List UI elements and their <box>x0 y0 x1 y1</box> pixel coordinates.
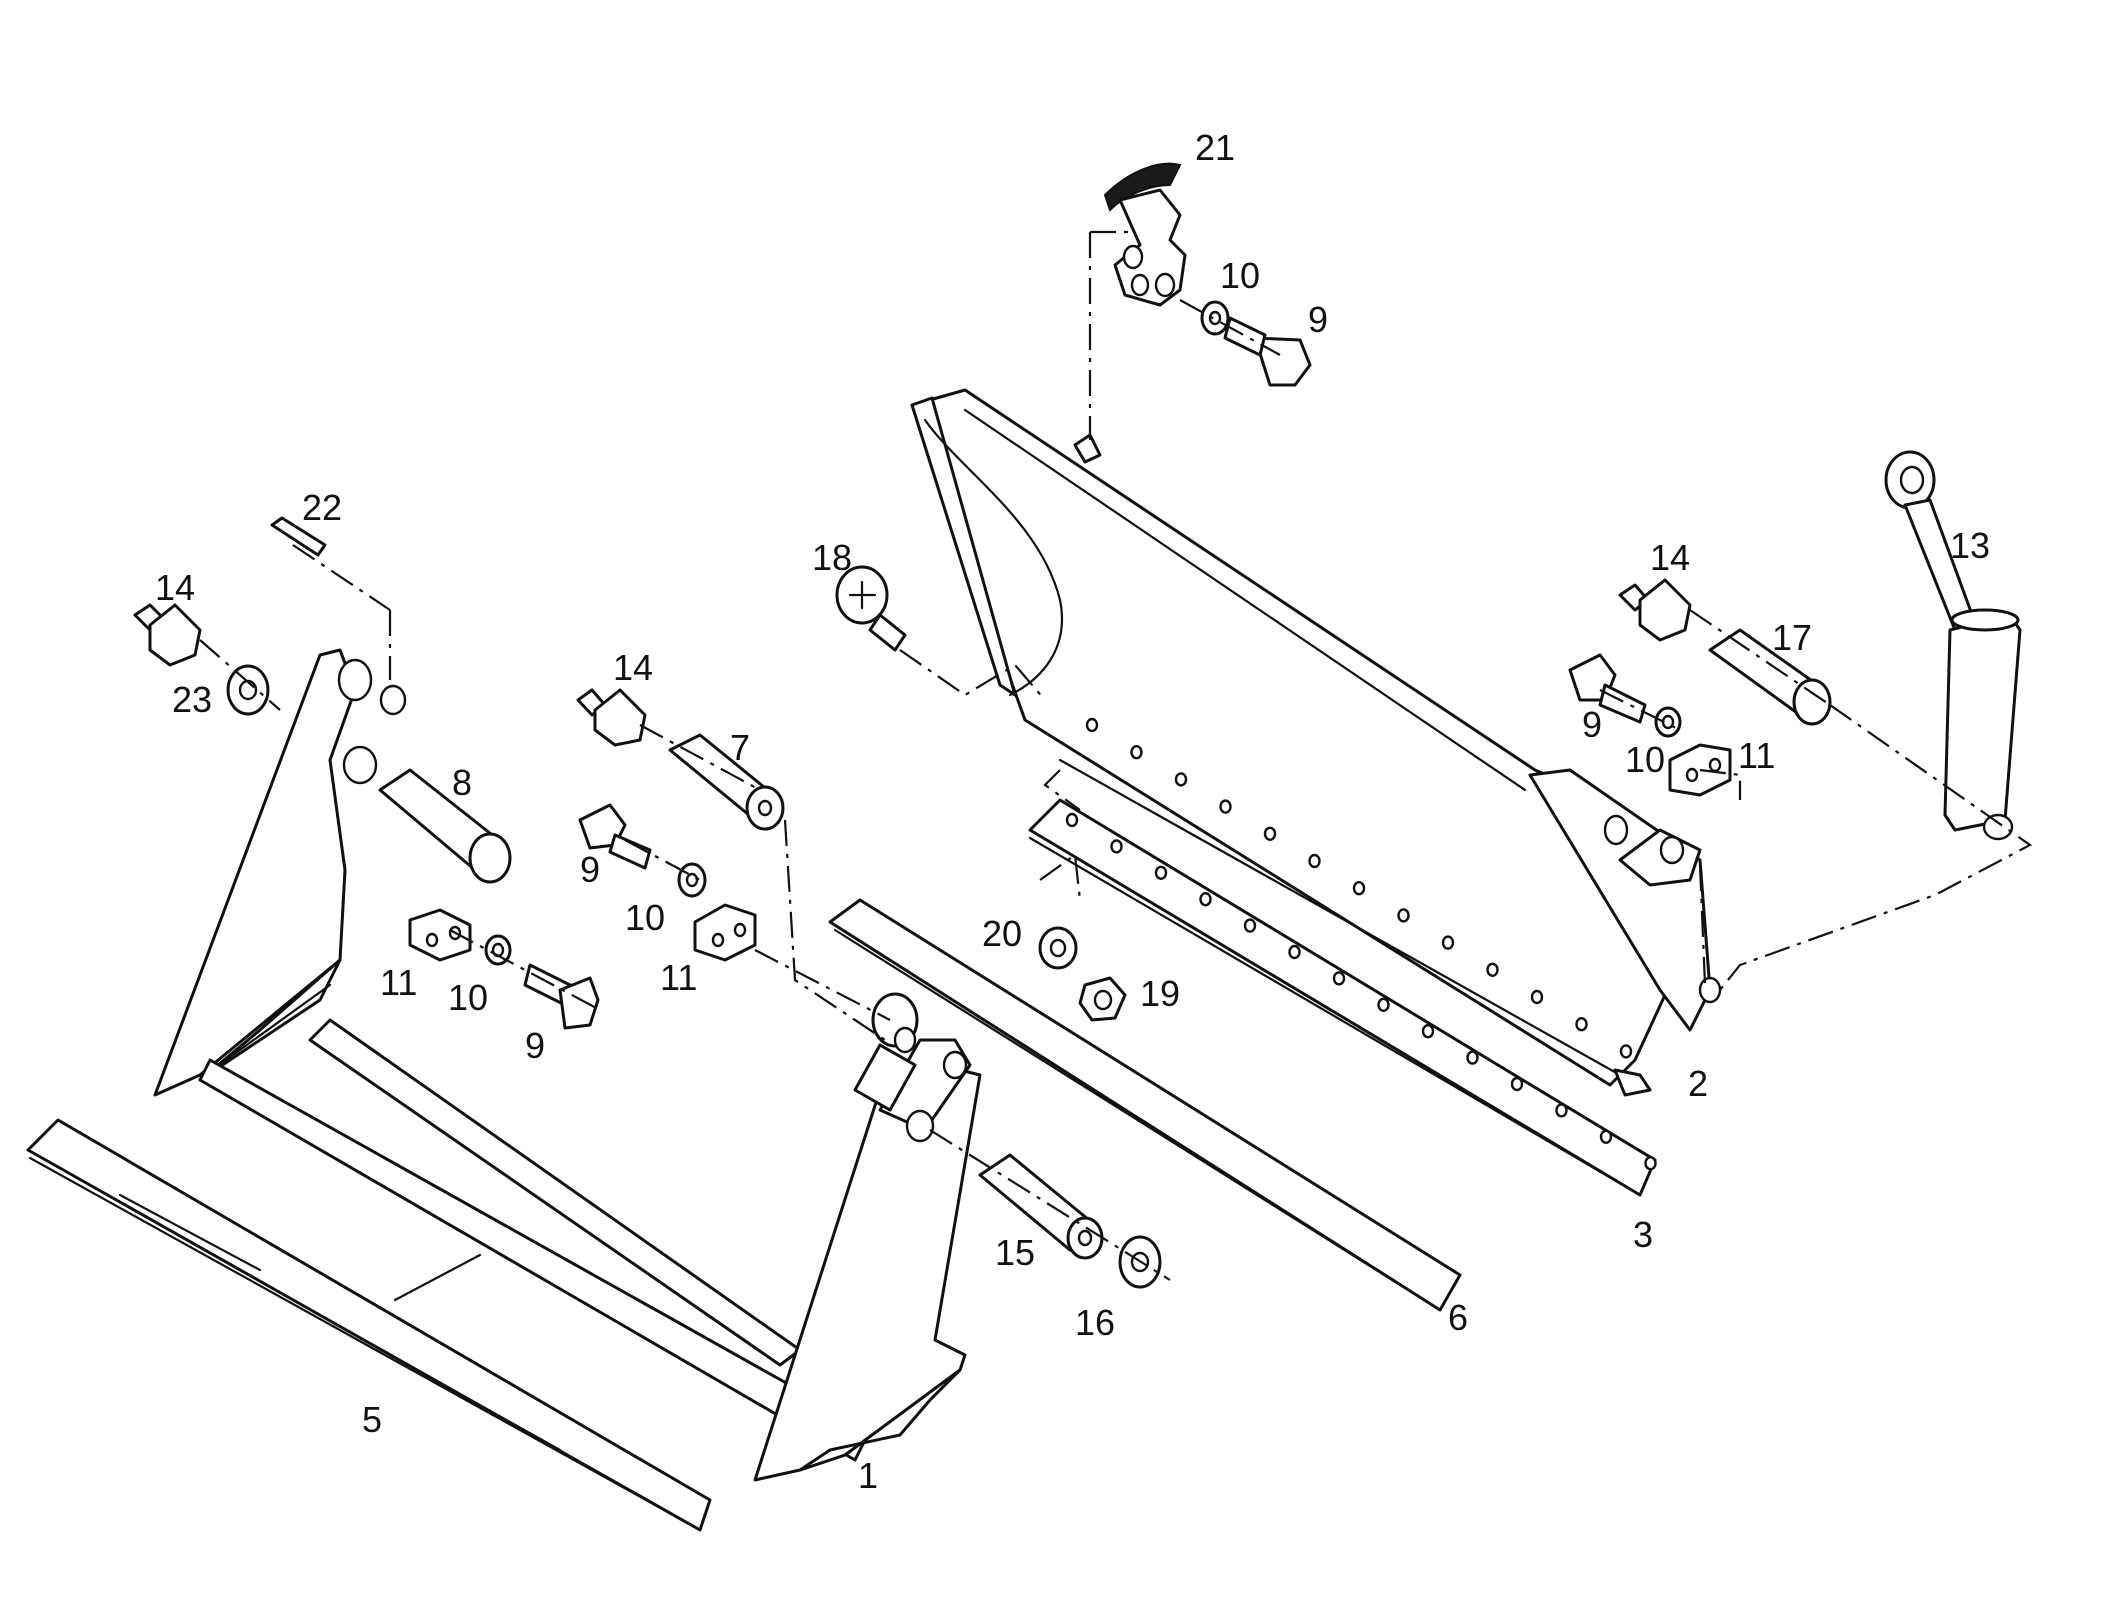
pin-8 <box>378 768 512 884</box>
blade-2 <box>910 388 1722 1097</box>
callout-6: 6 <box>1448 1297 1468 1338</box>
blade-bolt-hole <box>1486 962 1499 977</box>
callout-3: 3 <box>1633 1214 1653 1255</box>
edge-bolt-hole <box>1421 1023 1435 1039</box>
callout-14-right: 14 <box>1650 537 1690 578</box>
edge-bolt-hole <box>1510 1076 1524 1092</box>
callout-22: 22 <box>302 487 342 528</box>
callout-10-top: 10 <box>1220 255 1260 296</box>
edge-bolt-hole <box>1377 997 1390 1012</box>
edge-bolt-hole <box>1243 918 1257 933</box>
blade-bolt-hole <box>1575 1016 1588 1032</box>
screw-18 <box>835 565 907 652</box>
callout-19: 19 <box>1140 973 1180 1014</box>
grease-fitting-14-middle <box>576 688 647 747</box>
bolt-9-top <box>1223 316 1312 387</box>
washer-10-top <box>1200 300 1230 336</box>
callout-20: 20 <box>982 913 1022 954</box>
callout-14-middle: 14 <box>613 647 653 688</box>
blade-bolt-hole <box>1352 881 1366 896</box>
callout-11-middle: 11 <box>660 957 697 998</box>
edge-bolt-hole <box>1065 812 1079 828</box>
washer-20 <box>1038 926 1078 970</box>
pin-17 <box>1708 628 1832 726</box>
callout-9-middle: 9 <box>580 849 600 890</box>
nut-19 <box>1078 976 1127 1022</box>
edge-bolt-hole <box>1199 892 1212 907</box>
blade-bolt-hole <box>1085 717 1099 733</box>
callout-11-left: 11 <box>380 962 417 1003</box>
callout-9-right: 9 <box>1582 704 1602 745</box>
washer-10-middle <box>677 862 707 898</box>
callout-11-right: 11 <box>1738 735 1775 776</box>
bolt-9-left <box>523 963 600 1030</box>
callout-21: 21 <box>1195 127 1235 168</box>
latch-handle-21 <box>1103 162 1187 307</box>
edge-bolt-hole <box>1466 1050 1479 1065</box>
callout-1: 1 <box>858 1455 878 1496</box>
callout-10-middle: 10 <box>625 897 665 938</box>
callout-16: 16 <box>1075 1302 1115 1343</box>
retainer-plate-11-middle <box>693 903 757 962</box>
gas-strut-13 <box>1884 450 2022 841</box>
blade-bolt-hole <box>1441 935 1455 950</box>
callout-5: 5 <box>362 1399 382 1440</box>
bucket-frame-1 <box>153 648 982 1482</box>
edge-bolt-hole <box>1555 1103 1568 1118</box>
edge-bolt-hole <box>1644 1155 1657 1171</box>
callout-2: 2 <box>1688 1063 1708 1104</box>
pin-22 <box>270 516 327 557</box>
callout-10-right: 10 <box>1625 739 1665 780</box>
callout-18: 18 <box>812 537 852 578</box>
bolt-on-edge-3 <box>1028 798 1657 1197</box>
callout-23: 23 <box>172 679 212 720</box>
edge-bolt-hole <box>1332 971 1346 986</box>
blade-bolt-hole <box>1397 908 1410 923</box>
callout-7: 7 <box>730 727 750 768</box>
assembly-leaders <box>199 230 2033 1281</box>
blade-bolt-hole <box>1219 799 1232 814</box>
callout-9-top: 9 <box>1308 299 1328 340</box>
bolt-9-right <box>1568 653 1647 724</box>
blade-bolt-hole <box>1263 826 1277 841</box>
callout-9-left: 9 <box>525 1025 545 1066</box>
washer-10-left <box>484 934 512 966</box>
edge-bolt-hole <box>1110 839 1123 854</box>
cutting-edge-plate-5 <box>26 1118 712 1532</box>
callout-14-left: 14 <box>155 567 195 608</box>
blade-bolt-hole <box>1530 989 1544 1005</box>
edge-bolt-hole <box>1154 865 1168 880</box>
callout-10-left: 10 <box>448 977 488 1018</box>
washer-23 <box>226 664 270 716</box>
callout-15: 15 <box>995 1232 1035 1273</box>
pin-7 <box>668 733 785 831</box>
callout-17: 17 <box>1772 617 1812 658</box>
edge-bolt-hole <box>1288 944 1301 960</box>
callout-8: 8 <box>452 762 472 803</box>
bolt-9-middle <box>578 803 652 870</box>
washer-10-right <box>1654 706 1682 738</box>
retainer-plate-11-left <box>408 908 472 962</box>
blade-bolt-hole <box>1619 1044 1633 1059</box>
grease-fitting-14-left <box>133 603 202 667</box>
grease-fitting-14-right <box>1618 578 1692 642</box>
callout-13: 13 <box>1950 525 1990 566</box>
blade-bolt-hole <box>1130 745 1143 760</box>
blade-bolt-hole <box>1174 772 1188 787</box>
blade-bolt-hole <box>1308 853 1321 869</box>
callout-labels: 1 2 3 5 6 7 8 9 9 9 9 10 10 10 10 11 11 … <box>155 127 1990 1496</box>
edge-bolt-hole <box>1599 1129 1613 1145</box>
wear-strip-6 <box>828 898 1462 1312</box>
